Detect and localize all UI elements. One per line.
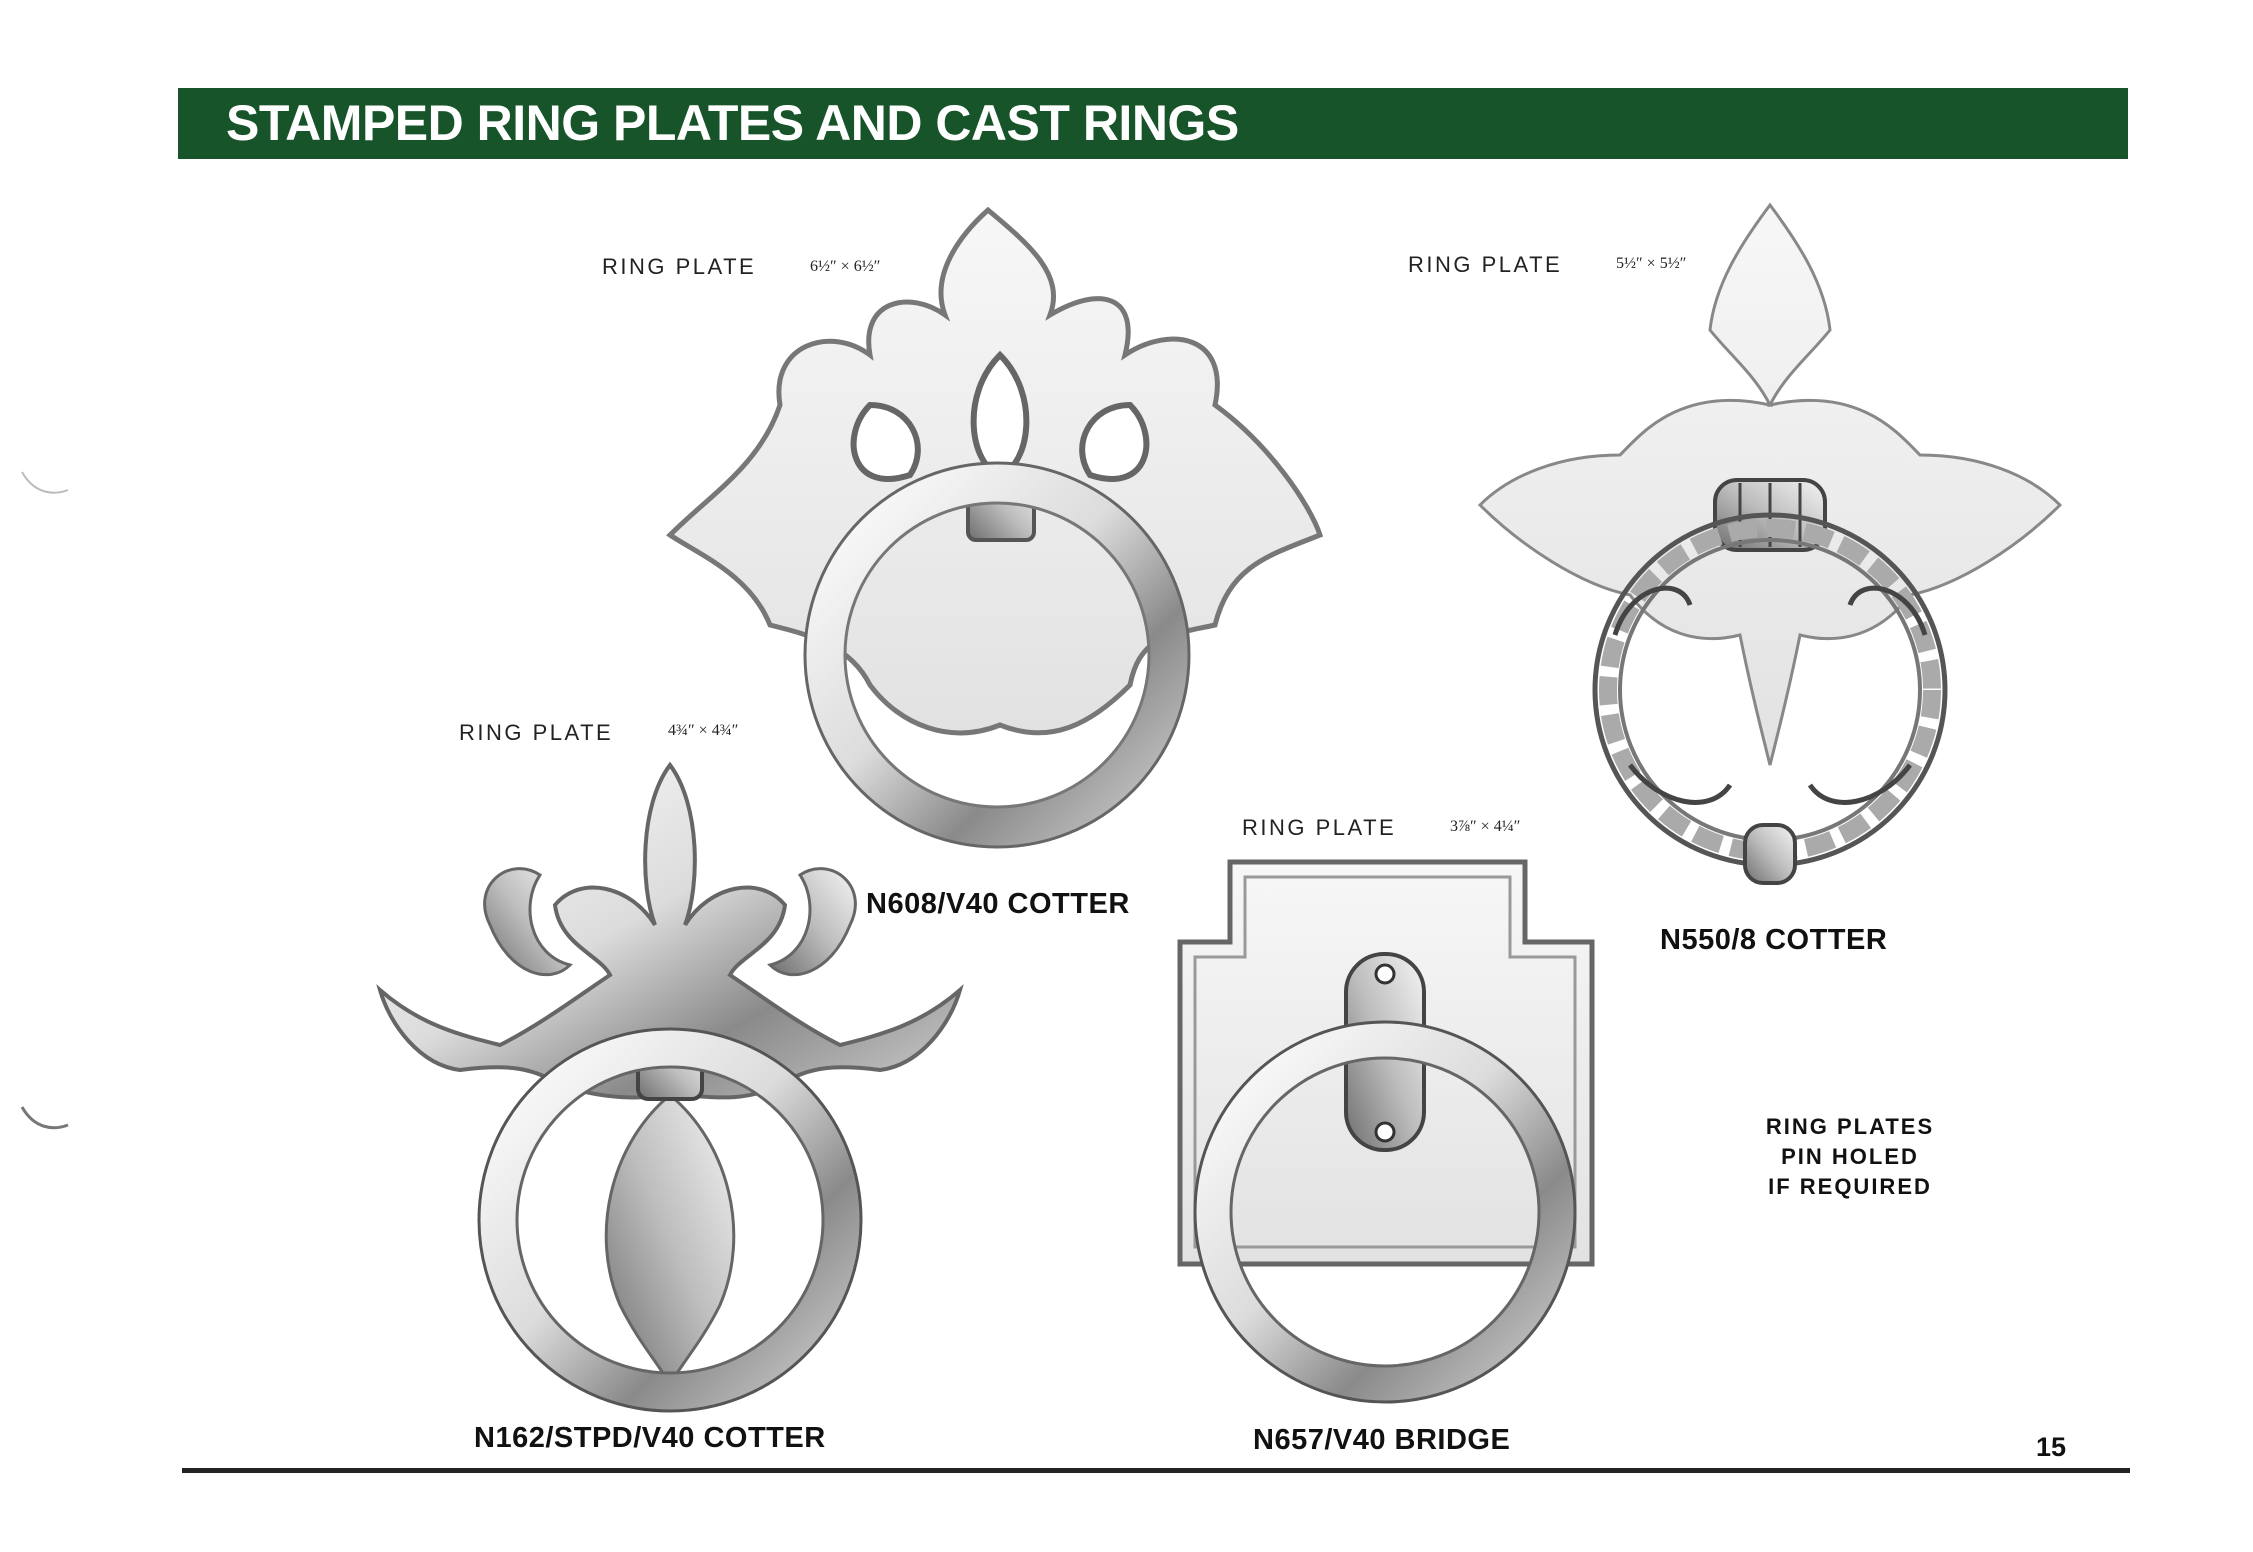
header-banner: STAMPED RING PLATES AND CAST RINGS bbox=[178, 88, 2128, 159]
ring-plate-label: RING PLATE bbox=[1242, 815, 1397, 840]
n162-product-code: N162/STPD/V40 COTTER bbox=[474, 1422, 826, 1454]
n162-ring-plate-image bbox=[376, 761, 964, 1413]
scan-edge-mark bbox=[21, 471, 69, 494]
page-title: STAMPED RING PLATES AND CAST RINGS bbox=[226, 95, 1239, 151]
note-line: PIN HOLED bbox=[1781, 1144, 1919, 1169]
pin-holed-note: RING PLATES PIN HOLED IF REQUIRED bbox=[1740, 1112, 1960, 1202]
note-line: IF REQUIRED bbox=[1768, 1174, 1932, 1199]
n657-ring-plate-image bbox=[1177, 859, 1595, 1404]
ring-plate-size: 6½″ × 6½″ bbox=[810, 258, 881, 275]
note-line: RING PLATES bbox=[1765, 1114, 1935, 1139]
n657-product-code: N657/V40 BRIDGE bbox=[1253, 1424, 1511, 1456]
n550-ring-plate-image bbox=[1477, 202, 2063, 885]
n608-ring-plate-image bbox=[666, 206, 1324, 849]
ring-plate-size: 4¾″ × 4¾″ bbox=[668, 722, 739, 739]
n550-product-code: N550/8 COTTER bbox=[1660, 924, 1888, 956]
ring-plate-label: RING PLATE bbox=[459, 720, 614, 745]
ring-plate-size: 3⅞″ × 4¼″ bbox=[1450, 818, 1521, 835]
footer-rule bbox=[182, 1468, 2130, 1473]
n608-product-code: N608/V40 COTTER bbox=[866, 888, 1130, 920]
scan-edge-mark bbox=[20, 1106, 69, 1130]
ring-plate-label: RING PLATE bbox=[1408, 252, 1563, 277]
ring-plate-size: 5½″ × 5½″ bbox=[1616, 255, 1687, 272]
page-number: 15 bbox=[2036, 1432, 2067, 1462]
ring-plate-label: RING PLATE bbox=[602, 254, 757, 279]
